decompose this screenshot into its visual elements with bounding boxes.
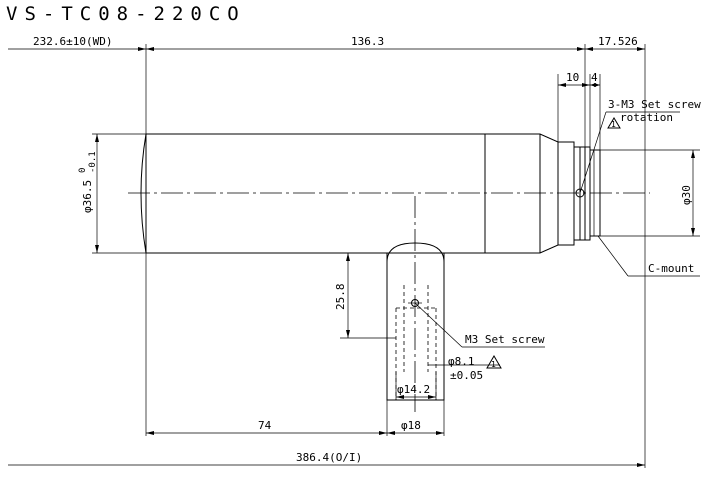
light-port bbox=[386, 242, 445, 401]
center-lines bbox=[128, 192, 650, 412]
dimension-lines bbox=[8, 47, 695, 467]
warning-triangle-icon: 1 bbox=[607, 117, 621, 129]
dim-length: 136.3 bbox=[351, 35, 384, 48]
drawing-title: VS-TC08-220CO bbox=[6, 3, 246, 25]
dim-body-dia-group: φ36.5 0 -0.1 bbox=[78, 151, 98, 213]
dim-body-dia: φ36.5 bbox=[81, 180, 94, 213]
note-m3-set-screw: M3 Set screw bbox=[465, 333, 545, 346]
dim-wd: 232.6±10(WD) bbox=[33, 35, 112, 48]
dim-rear: 17.526 bbox=[598, 35, 638, 48]
leader-lines bbox=[414, 111, 700, 366]
warning-triangle-icon: 1 bbox=[486, 355, 502, 369]
warning-number: 1 bbox=[611, 120, 616, 129]
warning-number: 1 bbox=[491, 360, 496, 369]
dim-height: 25.8 bbox=[334, 284, 347, 311]
dim-mount-dia: φ30 bbox=[680, 185, 693, 205]
dim-total: 386.4(O/I) bbox=[296, 451, 362, 464]
note-c-mount: C-mount bbox=[648, 262, 694, 275]
dim-bore-tol: ±0.05 bbox=[450, 369, 483, 382]
dim-body-tol-bot: -0.1 bbox=[88, 151, 98, 173]
extension-lines bbox=[92, 44, 700, 468]
note-3-m3-set-screw: 3-M3 Set screw bbox=[608, 98, 701, 111]
dim-port-inner: φ14.2 bbox=[397, 383, 430, 396]
note-rotation: rotation bbox=[620, 111, 673, 124]
lens-outline bbox=[140, 133, 601, 254]
dim-10: 10 bbox=[566, 71, 579, 84]
dim-bore: φ8.1 bbox=[448, 355, 475, 368]
dim-offset: 74 bbox=[258, 419, 272, 432]
dim-4: 4 bbox=[591, 71, 598, 84]
dim-body-tol-top: 0 bbox=[78, 168, 88, 173]
dim-port-outer: φ18 bbox=[401, 419, 421, 432]
